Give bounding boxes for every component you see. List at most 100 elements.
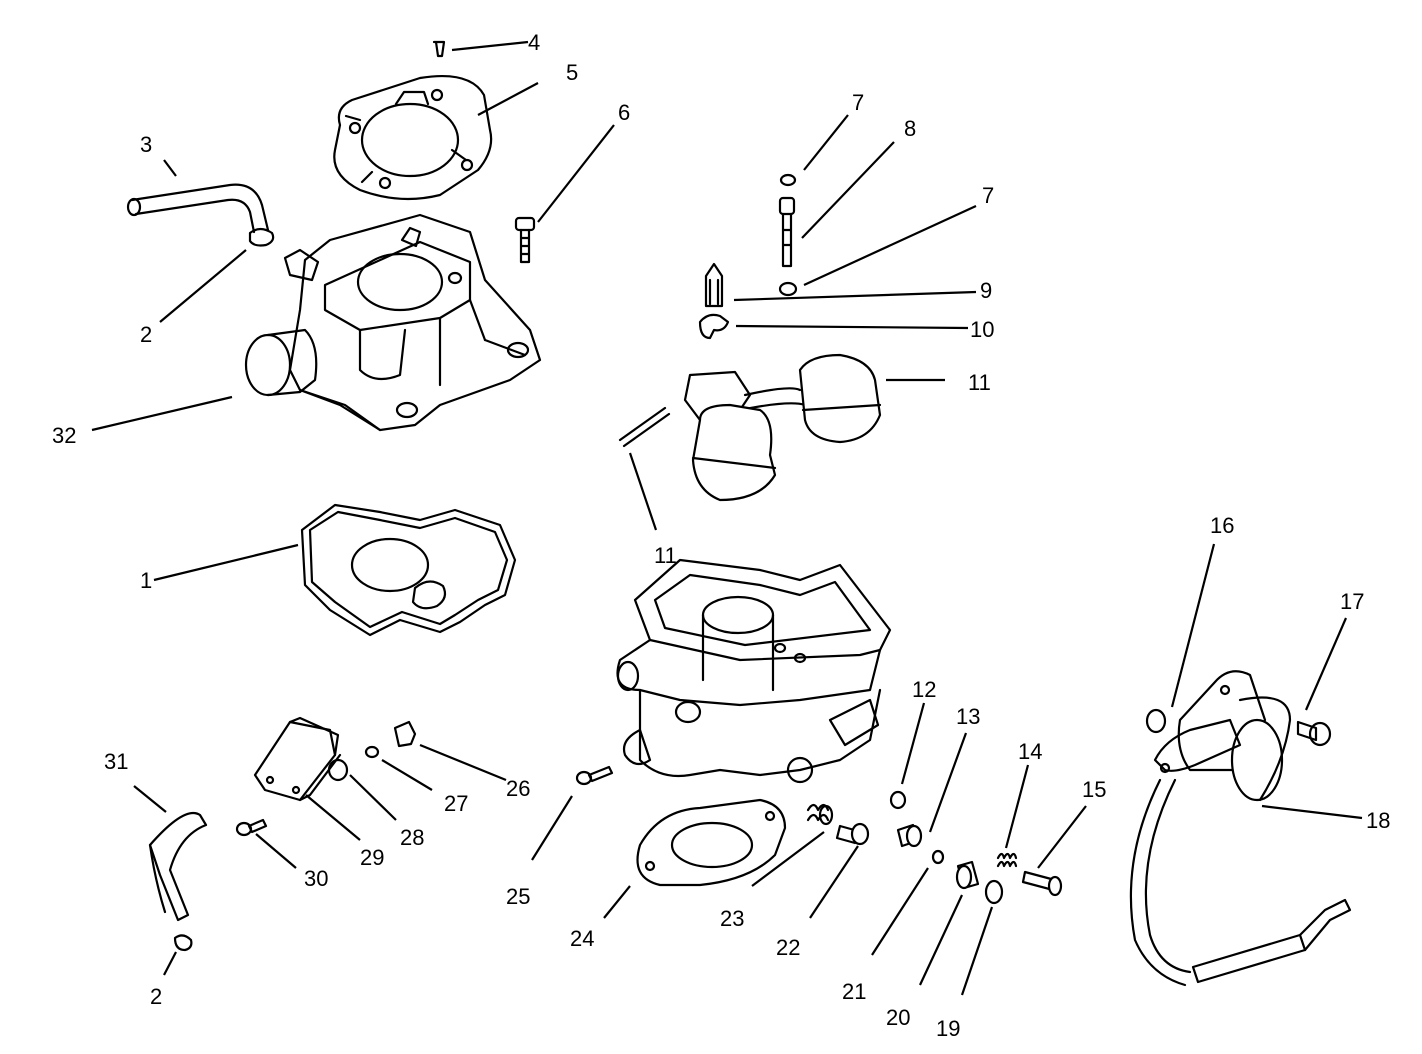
leader-lines: [91, 40, 1363, 996]
callout-3: 3: [140, 132, 152, 157]
leader-12: [900, 702, 926, 785]
callout-5: 5: [566, 60, 578, 85]
leader-19: [960, 906, 994, 996]
callout-32: 32: [52, 423, 76, 448]
part-oring-7-lower: [778, 281, 798, 297]
leader-29: [305, 794, 361, 841]
part-needle-seat-8: [778, 196, 796, 268]
part-screw-13: [896, 823, 923, 848]
part-base-gasket-1: [300, 503, 517, 637]
leader-5: [477, 82, 539, 116]
callout-11a: 11: [968, 370, 991, 395]
leader-24: [603, 885, 631, 919]
part-screw-17: [1296, 720, 1332, 747]
callout-24: 24: [570, 926, 594, 951]
callout-1: 1: [140, 568, 152, 593]
leader-31: [133, 785, 167, 813]
leader-26: [419, 743, 507, 782]
part-choke-18: [1129, 670, 1352, 987]
callout-14: 14: [1018, 739, 1042, 764]
part-hose-31: [148, 811, 208, 922]
part-spring-14: [996, 852, 1018, 868]
leader-4: [451, 40, 529, 52]
part-oring-16: [1145, 708, 1167, 734]
callout-28: 28: [400, 825, 424, 850]
callout-6: 6: [618, 100, 630, 125]
leader-2a: [159, 249, 247, 323]
part-hose-3: [126, 183, 270, 234]
part-fitting-26: [393, 720, 417, 748]
callout-15: 15: [1082, 777, 1106, 802]
part-clamp-2-upper: [248, 227, 275, 247]
part-spring-23: [806, 803, 834, 826]
leader-10: [735, 324, 969, 330]
callout-22: 22: [776, 935, 800, 960]
part-screw-30: [235, 818, 268, 837]
callout-31: 31: [104, 749, 128, 774]
leader-11b: [628, 452, 658, 531]
leader-17: [1304, 617, 1348, 711]
callout-4: 4: [528, 30, 540, 55]
callout-2a: 2: [140, 322, 152, 347]
part-screw-22: [835, 822, 870, 846]
part-bracket-29: [253, 716, 342, 802]
leader-1: [153, 543, 299, 582]
leader-21: [871, 867, 929, 956]
part-plug-28: [327, 758, 349, 782]
part-bushing-20: [955, 860, 980, 890]
callout-20: 20: [886, 1005, 910, 1030]
leader-15: [1037, 805, 1087, 869]
callout-11b: 11: [654, 543, 677, 568]
part-screw-6: [514, 216, 536, 264]
leader-6: [537, 124, 615, 223]
part-screw-25: [575, 765, 614, 786]
callout-8: 8: [904, 116, 916, 141]
callout-18: 18: [1366, 808, 1390, 833]
part-carb-body: [616, 558, 892, 784]
callout-12: 12: [912, 677, 936, 702]
part-screw-4: [432, 40, 446, 58]
callout-25: 25: [506, 884, 530, 909]
callout-13: 13: [956, 704, 980, 729]
part-oring-27: [364, 745, 380, 759]
leader-28: [349, 774, 397, 821]
leader-7b: [803, 205, 977, 286]
callout-19: 19: [936, 1016, 960, 1041]
part-flange-gasket-5: [333, 74, 493, 201]
callout-2b: 2: [150, 984, 162, 1009]
leader-13: [928, 732, 968, 833]
leader-8: [801, 141, 895, 239]
callout-16: 16: [1210, 513, 1234, 538]
callout-7a: 7: [852, 90, 864, 115]
callout-10: 10: [970, 317, 994, 342]
leader-16: [1170, 543, 1216, 708]
part-inlet-needle-9: [704, 262, 724, 308]
callout-17: 17: [1340, 589, 1364, 614]
part-float-11: [618, 353, 882, 502]
part-clamp-2-lower: [173, 934, 193, 952]
part-clip-10: [698, 313, 730, 340]
leader-23: [751, 831, 825, 887]
leader-20: [919, 894, 963, 986]
leader-18: [1261, 804, 1363, 820]
leader-32: [91, 395, 233, 432]
leader-22: [809, 845, 859, 919]
callout-27: 27: [444, 791, 468, 816]
callout-30: 30: [304, 866, 328, 891]
callout-9: 9: [980, 278, 992, 303]
leader-2b: [163, 951, 177, 976]
leader-7a: [803, 114, 849, 171]
leader-14: [1004, 764, 1030, 849]
part-carb-cover-32: [244, 213, 542, 432]
leader-3: [163, 159, 177, 177]
callout-7b: 7: [982, 183, 994, 208]
callout-29: 29: [360, 845, 384, 870]
part-oring-19: [984, 879, 1004, 905]
callout-labels: 4 5 6 3 2 32 1 7 8 7 9 10 11 11 16 17 18…: [52, 30, 1390, 1041]
part-oring-21: [931, 849, 945, 865]
callout-26: 26: [506, 776, 530, 801]
part-screw-15: [1021, 870, 1063, 897]
callout-21: 21: [842, 979, 866, 1004]
